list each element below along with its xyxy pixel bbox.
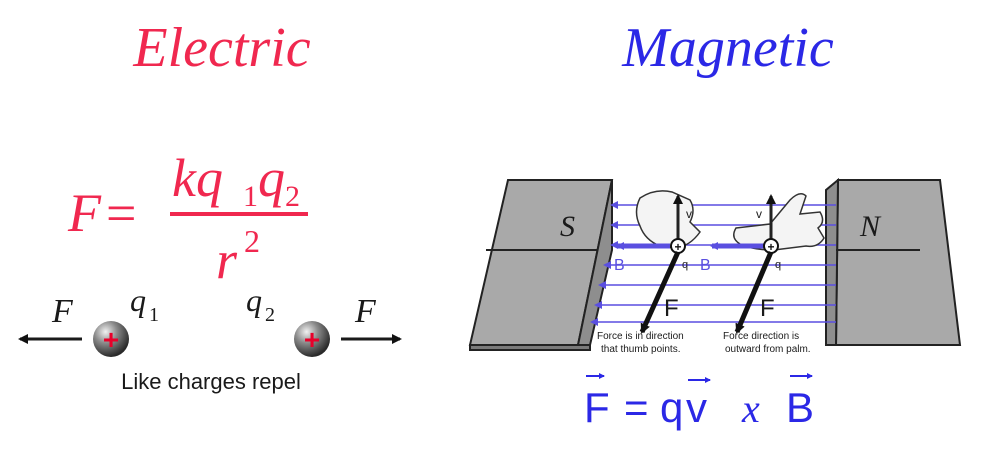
right-charge-plus: +: [767, 240, 774, 254]
formula-numerator-q: q: [258, 148, 285, 208]
north-pole-label: N: [859, 210, 882, 243]
left-force-label: F: [51, 293, 74, 330]
formula-v: v: [686, 384, 707, 431]
formula-subscript-1: 1: [243, 180, 258, 213]
right-note-line1: Force direction is: [723, 331, 799, 342]
right-hand-rule: v B + q F Force direction is outward fro…: [700, 193, 825, 355]
right-hand-outline-icon: [733, 193, 825, 251]
magnetic-panel: Magnetic S N v: [468, 17, 962, 431]
charge-2-symbol: q: [246, 282, 262, 318]
magnetic-heading: Magnetic: [621, 17, 834, 79]
electric-panel: Electric F = kq 1 q 2 r 2 F + q 1 q 2 +: [18, 17, 402, 394]
right-velocity-label: v: [756, 207, 762, 221]
formula-B: B: [786, 384, 814, 431]
left-charge-label: q: [682, 259, 688, 271]
charge-2-subscript: 2: [265, 304, 275, 326]
left-velocity-label: v: [686, 207, 692, 221]
left-force-label: F: [664, 295, 679, 322]
south-pole-label: S: [560, 210, 575, 243]
left-note-line1: Force is in direction: [597, 331, 684, 342]
like-charges-caption: Like charges repel: [121, 369, 301, 394]
left-force-arrow: [639, 250, 681, 334]
charge-1-sphere: [93, 321, 129, 357]
charge-2-sign: +: [304, 324, 320, 355]
right-charge-label: q: [775, 259, 781, 271]
charge-1-symbol: q: [130, 282, 146, 318]
fraction-bar: [170, 212, 308, 216]
charge-1-subscript: 1: [149, 304, 159, 326]
formula-denominator-r: r: [216, 230, 238, 290]
formula-cross: x: [741, 386, 760, 431]
lorentz-formula: F = q v x B: [584, 373, 814, 431]
left-field-label: B: [614, 257, 625, 274]
formula-F: F: [584, 384, 610, 431]
charge-2-sphere: [294, 321, 330, 357]
left-note-line2: that thumb points.: [601, 344, 681, 355]
formula-equals: =: [106, 183, 136, 243]
formula-q: q: [660, 384, 683, 431]
electric-heading: Electric: [132, 17, 310, 79]
charge-diagram: F + q 1 q 2 + F Like charges repel: [18, 282, 402, 394]
left-charge-plus: +: [674, 240, 681, 254]
formula-force-symbol: F: [67, 183, 102, 243]
right-force-label: F: [354, 293, 377, 330]
charge-1-sign: +: [103, 324, 119, 355]
formula-equals: =: [624, 384, 649, 431]
right-note-line2: outward from palm.: [725, 344, 811, 355]
formula-subscript-2: 2: [285, 180, 300, 213]
formula-numerator-kq: kq: [172, 148, 223, 208]
right-force-arrow: [734, 251, 774, 334]
right-field-label: B: [700, 257, 711, 274]
left-hand-rule: v B + q F Force is in direction that thu…: [597, 190, 701, 355]
formula-exponent-2: 2: [244, 223, 260, 259]
south-magnet: [468, 179, 614, 351]
coulomb-formula: F = kq 1 q 2 r 2: [67, 148, 308, 290]
right-force-label: F: [760, 295, 775, 322]
north-magnet: [825, 177, 962, 346]
left-hand-outline-icon: [635, 190, 701, 249]
